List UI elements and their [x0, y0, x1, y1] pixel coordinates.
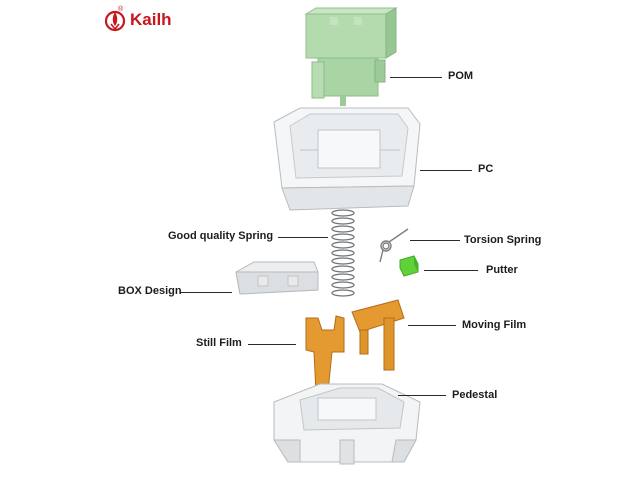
brand-name: Kailh	[130, 10, 172, 29]
moving-film-part	[351, 299, 405, 371]
registered-mark: ®	[118, 6, 124, 13]
moving-film-leader-line	[408, 325, 456, 326]
box-design-part	[235, 261, 319, 295]
putter-part	[399, 255, 419, 277]
label-pom: POM	[448, 70, 474, 82]
label-moving-film: Moving Film	[462, 319, 527, 331]
label-pedestal: Pedestal	[452, 389, 498, 401]
stem-part	[304, 7, 398, 106]
main-spring-part	[331, 209, 355, 297]
putter-leader-line	[424, 270, 478, 271]
label-pc: PC	[478, 163, 494, 175]
brand-logo: ® Kailh	[104, 6, 172, 32]
still-film-part	[305, 315, 345, 393]
still-film-leader-line	[248, 344, 296, 345]
label-spring: Good quality Spring	[168, 230, 274, 242]
kailh-logo-icon	[104, 10, 126, 32]
pedestal-part	[273, 383, 421, 465]
label-still-film: Still Film	[196, 337, 242, 349]
top-housing-part	[273, 107, 421, 211]
box-leader-line	[180, 292, 232, 293]
label-torsion-spring: Torsion Spring	[464, 234, 542, 246]
torsion-spring-part	[379, 228, 409, 263]
label-box-design: BOX Design	[118, 285, 182, 297]
spring-leader-line	[278, 237, 328, 238]
pedestal-leader-line	[398, 395, 446, 396]
pc-leader-line	[420, 170, 472, 171]
pom-leader-line	[390, 77, 442, 78]
label-putter: Putter	[486, 264, 518, 276]
torsion-leader-line	[410, 240, 460, 241]
